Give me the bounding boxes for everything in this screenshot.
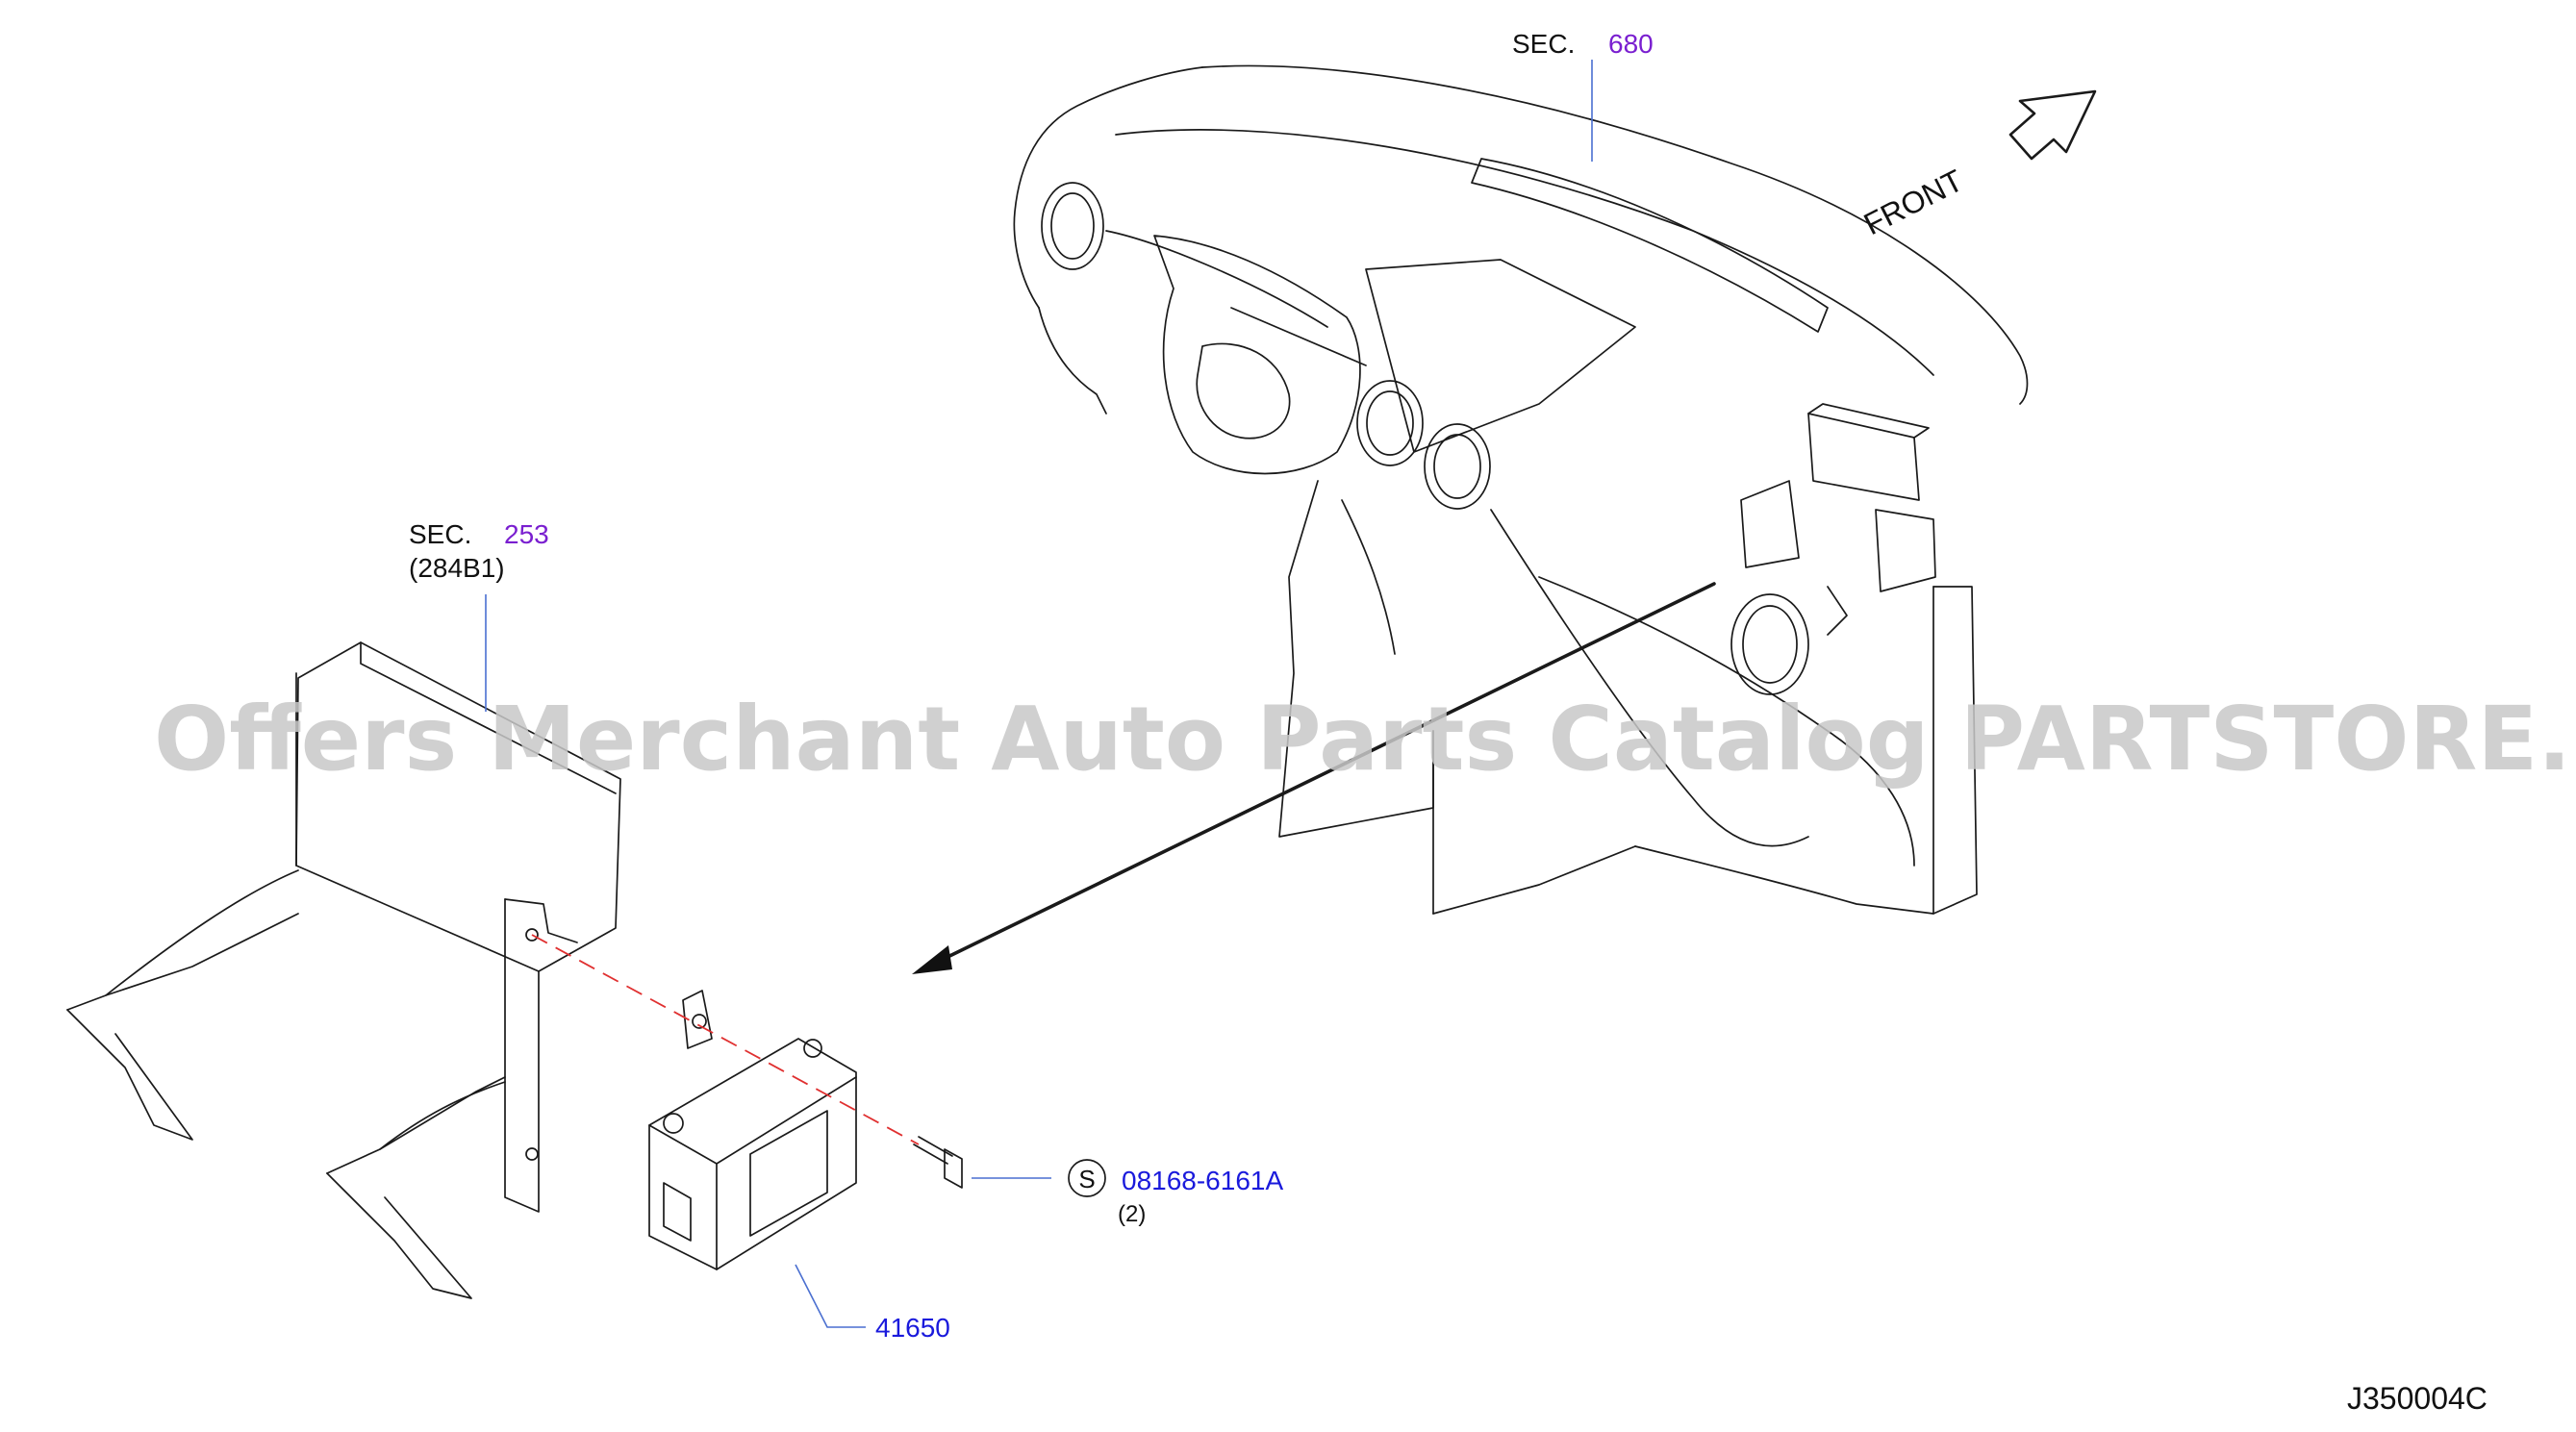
sec-dash-number[interactable]: 680 (1608, 29, 1654, 59)
control-module (648, 990, 857, 1270)
bolt-quantity: (2) (1118, 1201, 1146, 1227)
bolt (913, 1136, 963, 1189)
mounting-centerline (531, 934, 920, 1145)
sec-ctrl-sub: (284B1) (409, 553, 505, 583)
front-label: FRONT (1858, 163, 1969, 241)
sec-ctrl-number[interactable]: 253 (504, 519, 549, 549)
bolt-part-number[interactable]: 08168-6161A (1122, 1166, 1283, 1195)
bolt-symbol: S (1078, 1165, 1095, 1193)
sec-dash-prefix: SEC. (1512, 29, 1575, 59)
module-part-number[interactable]: 41650 (875, 1313, 950, 1343)
bolt-symbol-circle (1068, 1159, 1106, 1197)
sec-ctrl-prefix: SEC. (409, 519, 471, 549)
drawing-code: J350004C (2347, 1381, 2488, 1416)
explode-arrow (912, 582, 1716, 974)
front-direction-arrow-icon (2008, 89, 2097, 161)
dashboard-assembly (1013, 64, 2029, 915)
controller-bracket-assembly (66, 641, 621, 1299)
watermark-text: Offers Merchant Auto Parts Catalog PARTS… (154, 688, 2576, 791)
leader-module (795, 1264, 866, 1328)
